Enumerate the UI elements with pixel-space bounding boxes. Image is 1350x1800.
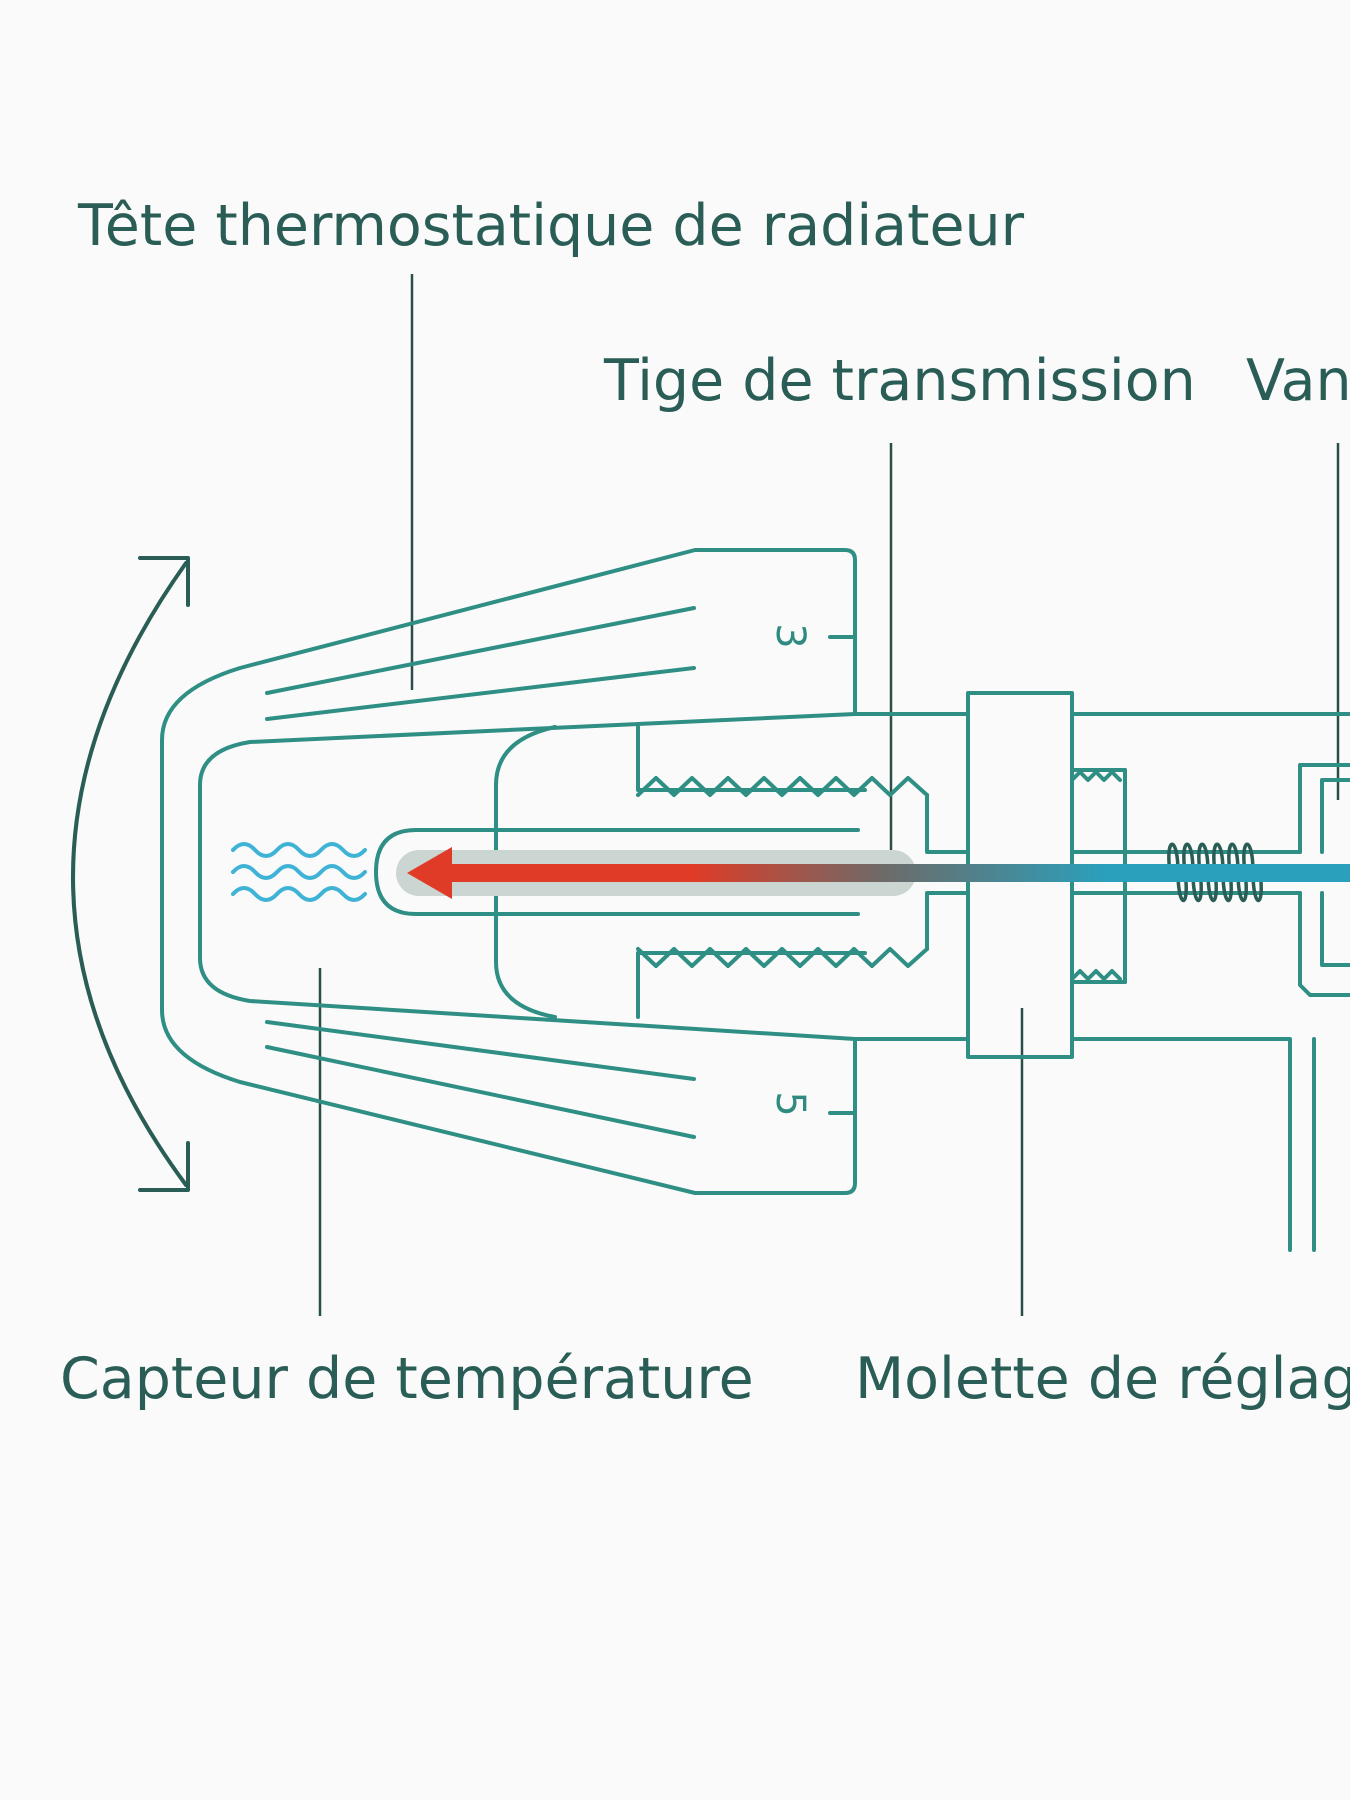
leader-lines [318,274,1340,1316]
label-thermostatic-head: Tête thermostatique de radiateur [77,193,1025,259]
heat-waves-icon [231,842,367,902]
transmission-rod [396,847,1350,899]
label-temperature-sensor: Capteur de température [60,1346,754,1412]
rotation-arrow-icon [71,556,190,1192]
thermostatic-head [160,548,1350,1252]
label-adjustment-knob: Molette de réglag [855,1346,1350,1412]
label-valve: Van [1246,348,1350,414]
arrow-left-icon [407,847,452,899]
scale-mark-bottom: 5 [767,1091,813,1116]
label-transmission-rod: Tige de transmission [603,348,1196,414]
scale-mark-top: 3 [767,623,813,648]
